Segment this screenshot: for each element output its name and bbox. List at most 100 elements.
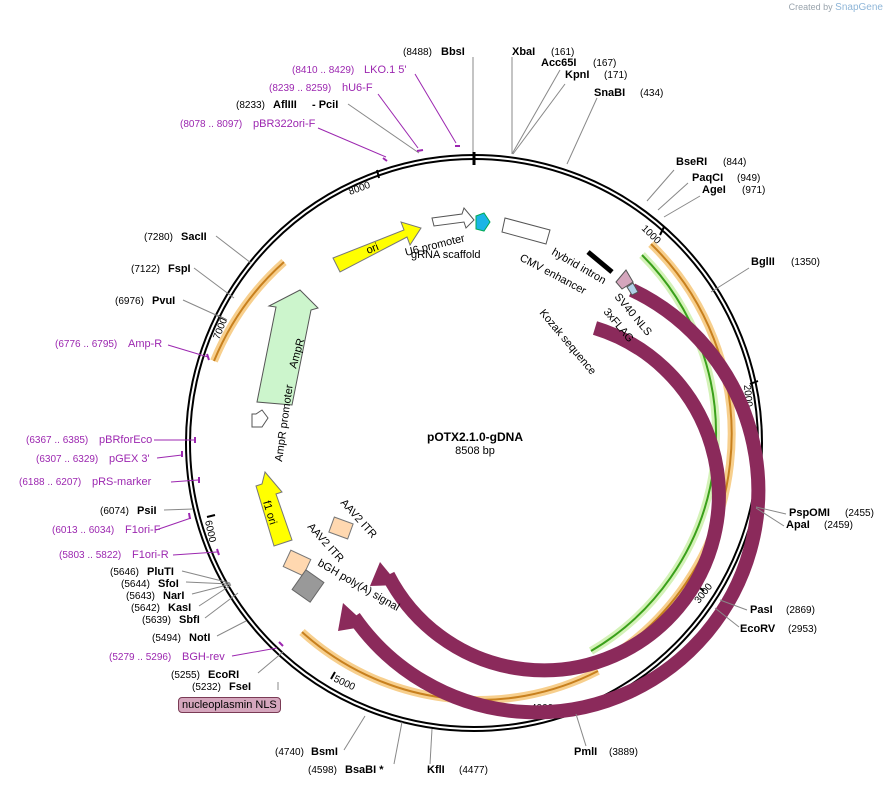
- primer-f1orif-name: F1ori-F: [125, 524, 161, 536]
- site-sacii-name: SacII: [181, 231, 207, 243]
- flag-shape: [626, 282, 639, 296]
- feature-arc-left-orange: [213, 261, 285, 362]
- site-snabi-pos: (434): [640, 88, 663, 99]
- primer-hu6f-range: (8239 .. 8259): [269, 83, 331, 94]
- primer-lko1-name: LKO.1 5': [364, 64, 406, 76]
- site-sacii-pos: (7280): [144, 232, 173, 243]
- site-bsmi-pos: (4740): [275, 747, 304, 758]
- site-bbsi-pos: (8488): [403, 47, 432, 58]
- primer-ampr-name: Amp-R: [128, 338, 162, 350]
- site-ecori-pos: (5255): [171, 670, 200, 681]
- aav2-itr-box-2: [282, 549, 312, 577]
- primer-callout-lines: [154, 73, 457, 657]
- site-pasi-pos: (2869): [786, 605, 815, 616]
- site-noti-name: NotI: [189, 632, 210, 644]
- plasmid-name: pOTX2.1.0-gDNA: [427, 430, 523, 444]
- primer-labels: (8410 .. 8429) LKO.1 5' (8239 .. 8259) h…: [19, 64, 406, 663]
- hybrid-intron-bar: [586, 250, 614, 274]
- ampr-arrow: [256, 289, 319, 406]
- cas9-inner-arrow: [381, 321, 726, 678]
- site-psii-name: PsiI: [137, 505, 157, 517]
- site-xbai-name: XbaI: [512, 46, 535, 58]
- site-sbfi-pos: (5639): [142, 615, 171, 626]
- site-fsei-name: FseI: [229, 681, 251, 693]
- aav2-itr-box-1: [328, 516, 354, 540]
- site-kfli-pos: (4477): [459, 765, 488, 776]
- site-pvui-pos: (6976): [115, 296, 144, 307]
- primer-bghrev-name: BGH-rev: [182, 651, 225, 663]
- site-apai-pos: (2459): [824, 520, 853, 531]
- site-bsabi-name: BsaBI *: [345, 764, 384, 776]
- site-bglii-name: BglII: [751, 256, 775, 268]
- primer-f1orir-name: F1ori-R: [132, 549, 169, 561]
- site-bbsi-name: BbsI: [441, 46, 465, 58]
- site-pspomi-name: PspOMI: [789, 507, 830, 519]
- tick-marks: [206, 169, 759, 719]
- label-kozak: Kozak sequence: [537, 307, 598, 377]
- site-sbfi-name: SbfI: [179, 614, 200, 626]
- site-fspi-name: FspI: [168, 263, 191, 275]
- u6-promoter-arrow: [431, 206, 475, 229]
- site-fspi-pos: (7122): [131, 264, 160, 275]
- sv40-nls-shape: [615, 269, 634, 290]
- site-bseri-pos: (844): [723, 157, 746, 168]
- site-snabi-name: SnaBI: [594, 87, 625, 99]
- grna-scaffold-arrow: [475, 212, 491, 232]
- f1-ori-arrow: [255, 470, 293, 547]
- bgh-polya-box: [291, 569, 325, 603]
- site-agei-pos: (971): [742, 185, 765, 196]
- site-agei-name: AgeI: [702, 184, 726, 196]
- branding-prefix: Created by: [788, 2, 833, 12]
- label-ori: ori: [365, 241, 381, 257]
- primer-pgex3-range: (6307 .. 6329): [36, 454, 98, 465]
- site-acc65i-pos: (167): [593, 58, 616, 69]
- site-ecori-name: EcoRI: [208, 669, 239, 681]
- primer-pbr322orif-range: (8078 .. 8097): [180, 119, 242, 130]
- cas9-mid-arrowhead: [338, 603, 368, 631]
- site-sfoi-pos: (5644): [121, 579, 150, 590]
- plasmid-size: 8508 bp: [455, 445, 495, 457]
- site-xbai-pos: (161): [551, 47, 574, 58]
- ampr-promoter-arrow: [251, 409, 269, 428]
- cas9-inner-arrowhead: [370, 562, 399, 586]
- primer-ampr-range: (6776 .. 6795): [55, 339, 117, 350]
- site-pluti-name: PluTI: [147, 566, 174, 578]
- site-pcii-name: - PciI: [312, 99, 338, 111]
- site-afliii-pos: (8233): [236, 100, 265, 111]
- site-labels: (8488) BbsI XbaI (161) Acc65I (167) KpnI…: [100, 46, 874, 776]
- site-nari-name: NarI: [163, 590, 184, 602]
- site-callout-lines: [163, 57, 787, 765]
- site-paqci-pos: (949): [737, 173, 760, 184]
- primer-markers: [181, 145, 460, 647]
- cas9-mid-arrow: [348, 283, 766, 720]
- snapgene-branding: Created by SnapGene: [789, 2, 883, 13]
- primer-pbrforeco-name: pBRforEco: [99, 434, 152, 446]
- site-bglii-pos: (1350): [791, 257, 820, 268]
- ori-arrow: [332, 221, 422, 273]
- site-pasi-name: PasI: [750, 604, 773, 616]
- primer-pgex3-name: pGEX 3': [109, 453, 150, 465]
- primer-f1orir-range: (5803 .. 5822): [59, 550, 121, 561]
- feature-arc-right-orange: [603, 243, 733, 662]
- label-cas9-inner: Cas9: [584, 533, 607, 559]
- site-kpni-name: KpnI: [565, 69, 589, 81]
- site-pvui-name: PvuI: [152, 295, 175, 307]
- tick-6000: 6000: [202, 519, 217, 543]
- primer-prsmarker-range: (6188 .. 6207): [19, 477, 81, 488]
- site-pmli-pos: (3889): [609, 747, 638, 758]
- site-bsabi-pos: (4598): [308, 765, 337, 776]
- site-bsmi-name: BsmI: [311, 746, 338, 758]
- primer-hu6f-name: hU6-F: [342, 82, 373, 94]
- nucleoplasmin-nls-label: nucleoplasmin NLS: [178, 697, 281, 713]
- primer-pbrforeco-range: (6367 .. 6385): [26, 435, 88, 446]
- site-psii-pos: (6074): [100, 506, 129, 517]
- site-nari-pos: (5643): [126, 591, 155, 602]
- site-noti-pos: (5494): [152, 633, 181, 644]
- site-fsei-pos: (5232): [192, 682, 221, 693]
- site-afliii-name: AflIII: [273, 99, 297, 111]
- primer-f1orif-range: (6013 .. 6034): [52, 525, 114, 536]
- site-pmli-name: PmlI: [574, 746, 597, 758]
- primer-prsmarker-name: pRS-marker: [92, 476, 152, 488]
- primer-lko1-range: (8410 .. 8429): [292, 65, 354, 76]
